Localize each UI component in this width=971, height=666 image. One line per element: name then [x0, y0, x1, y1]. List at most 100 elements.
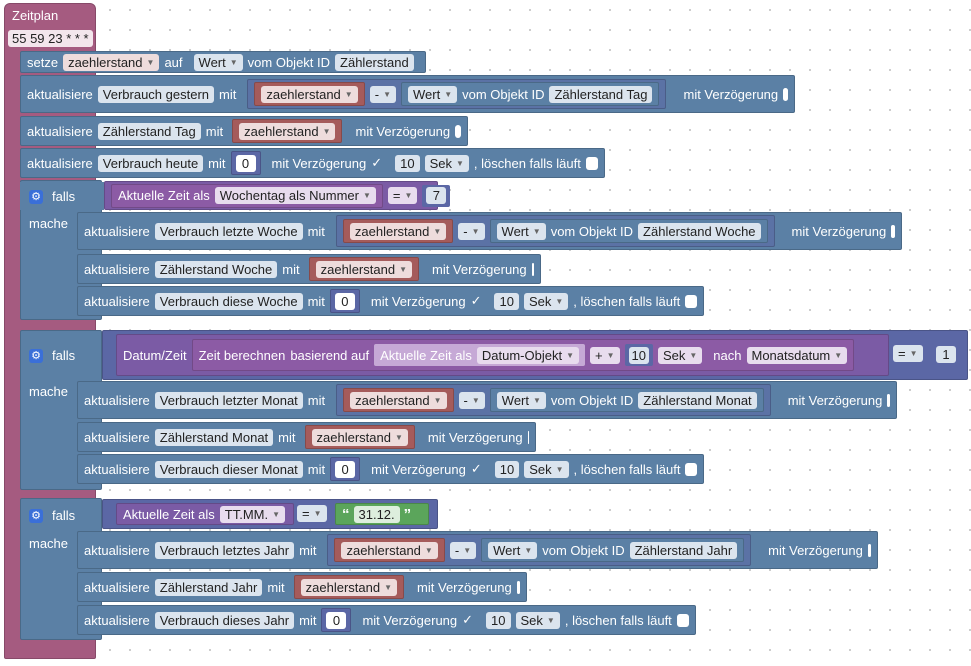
- variable-block[interactable]: zaehlerstand▼: [343, 388, 454, 412]
- update-block-zaehlerstand-woche[interactable]: aktualisiere Zählerstand Woche mit zaehl…: [77, 254, 541, 284]
- variable-dropdown[interactable]: zaehlerstand▼: [300, 578, 398, 596]
- value-block[interactable]: Wert▼ vom Objekt ID Zählerstand Monat: [489, 388, 764, 412]
- wert-dropdown[interactable]: Wert▼: [496, 222, 546, 240]
- compare-dropdown[interactable]: =▼: [387, 187, 418, 204]
- variable-dropdown[interactable]: zaehlerstand▼: [261, 85, 358, 103]
- update-block-verbrauch-heute[interactable]: aktualisiere Verbrauch heute mit 0 mit V…: [20, 148, 605, 178]
- delay-number-field[interactable]: 10: [494, 460, 520, 478]
- number-field[interactable]: 0: [334, 292, 355, 310]
- delay-checkbox[interactable]: [783, 87, 788, 101]
- number-field[interactable]: 0: [326, 611, 347, 629]
- variable-block[interactable]: zaehlerstand▼: [232, 119, 343, 143]
- unit-dropdown[interactable]: Sek▼: [523, 292, 569, 310]
- update-block-verbrauch-diese-woche[interactable]: aktualisiere Verbrauch diese Woche mit 0…: [77, 286, 704, 316]
- format-dropdown[interactable]: Wochentag als Nummer▼: [214, 187, 376, 204]
- delay-check[interactable]: ✓: [470, 293, 482, 308]
- target-dropdown[interactable]: Zählerstand Woche: [154, 260, 278, 278]
- delay-checkbox[interactable]: [891, 224, 895, 238]
- unit-dropdown[interactable]: Sek▼: [524, 460, 569, 478]
- target-dropdown[interactable]: Verbrauch gestern: [97, 85, 214, 103]
- variable-block[interactable]: zaehlerstand▼: [334, 538, 445, 562]
- delay-checkbox[interactable]: [531, 262, 534, 276]
- compare-dropdown[interactable]: =▼: [297, 505, 327, 522]
- target-dropdown[interactable]: Zählerstand Jahr: [154, 578, 263, 596]
- compare-dropdown[interactable]: =▼: [893, 345, 923, 362]
- object-id-field[interactable]: Zählerstand Tag: [549, 85, 653, 103]
- time-block[interactable]: Aktuelle Zeit als Wochentag als Nummer▼: [111, 183, 383, 208]
- target-dropdown[interactable]: Verbrauch letztes Jahr: [154, 541, 295, 559]
- delay-checkbox[interactable]: [527, 430, 529, 444]
- variable-block[interactable]: zaehlerstand▼: [293, 575, 405, 599]
- number-block[interactable]: 0: [321, 608, 352, 632]
- update-block-zaehlerstand-jahr[interactable]: aktualisiere Zählerstand Jahr mit zaehle…: [77, 572, 527, 602]
- unit-dropdown[interactable]: Sek▼: [657, 346, 703, 364]
- value-block[interactable]: Wert▼ vom Objekt ID Zählerstand Jahr: [481, 538, 745, 562]
- operator-dropdown[interactable]: -▼: [458, 222, 485, 240]
- delay-checkbox[interactable]: [516, 580, 520, 594]
- delay-check[interactable]: ✓: [470, 461, 482, 476]
- target-dropdown[interactable]: Verbrauch dieser Monat: [154, 460, 303, 478]
- number-block[interactable]: 7: [422, 184, 451, 207]
- clear-checkbox[interactable]: [685, 462, 697, 476]
- delay-checkbox[interactable]: [455, 124, 461, 138]
- wert-dropdown[interactable]: Wert▼: [496, 391, 546, 409]
- update-block-verbrauch-letztes-jahr[interactable]: aktualisiere Verbrauch letztes Jahr mit …: [77, 531, 878, 569]
- target-dropdown[interactable]: Zählerstand Monat: [154, 428, 274, 446]
- update-block-zaehlerstand-tag[interactable]: aktualisiere Zählerstand Tag mit zaehler…: [20, 116, 468, 146]
- variable-dropdown[interactable]: zaehlerstand▼: [239, 122, 336, 140]
- plus-dropdown[interactable]: +▼: [589, 346, 620, 364]
- format-dropdown[interactable]: Datum-Objekt▼: [476, 346, 579, 364]
- number-block[interactable]: 0: [230, 151, 261, 175]
- wert-dropdown[interactable]: Wert▼: [407, 85, 458, 103]
- operator-dropdown[interactable]: -▼: [449, 541, 477, 559]
- delay-checkbox[interactable]: [887, 393, 890, 407]
- object-id-field[interactable]: Zählerstand: [335, 53, 414, 71]
- target-dropdown[interactable]: Verbrauch heute: [97, 154, 204, 172]
- delay-check[interactable]: ✓: [462, 612, 474, 627]
- number-block[interactable]: 1: [932, 343, 960, 365]
- update-block-verbrauch-dieser-monat[interactable]: aktualisiere Verbrauch dieser Monat mit …: [77, 454, 704, 484]
- delay-number-field[interactable]: 10: [486, 611, 511, 629]
- delay-number-field[interactable]: 10: [494, 292, 519, 310]
- update-block-verbrauch-letzte-woche[interactable]: aktualisiere Verbrauch letzte Woche mit …: [77, 212, 902, 250]
- variable-dropdown[interactable]: zaehlerstand▼: [341, 541, 438, 559]
- target-dropdown[interactable]: Verbrauch letzte Woche: [154, 222, 303, 240]
- target-dropdown[interactable]: Zählerstand Tag: [97, 122, 201, 140]
- format-dropdown[interactable]: TT.MM.▼: [219, 505, 286, 523]
- clear-checkbox[interactable]: [685, 294, 697, 308]
- variable-block[interactable]: zaehlerstand▼: [308, 257, 419, 281]
- variable-dropdown[interactable]: zaehlerstand▼: [63, 53, 160, 71]
- target-dropdown[interactable]: Verbrauch letzter Monat: [154, 391, 303, 409]
- update-block-verbrauch-dieses-jahr[interactable]: aktualisiere Verbrauch dieses Jahr mit 0…: [77, 605, 696, 635]
- cron-field[interactable]: 55 59 23 * * *: [8, 30, 93, 47]
- object-id-field[interactable]: Zählerstand Monat: [638, 391, 757, 409]
- condition-block[interactable]: Aktuelle Zeit als Wochentag als Nummer▼ …: [104, 181, 451, 210]
- variable-dropdown[interactable]: zaehlerstand▼: [315, 260, 412, 278]
- time-block[interactable]: Aktuelle Zeit als TT.MM.▼: [116, 503, 294, 525]
- object-id-field[interactable]: Zählerstand Woche: [638, 222, 761, 240]
- gear-icon[interactable]: ⚙: [29, 188, 43, 204]
- number-field[interactable]: 1: [936, 345, 956, 363]
- math-block[interactable]: zaehlerstand▼ -▼ Wert▼ vom Objekt ID Zäh…: [327, 534, 752, 566]
- update-block-zaehlerstand-monat[interactable]: aktualisiere Zählerstand Monat mit zaehl…: [77, 422, 536, 452]
- unit-dropdown[interactable]: Sek▼: [424, 154, 469, 172]
- number-field[interactable]: 10: [628, 346, 649, 364]
- delay-checkbox[interactable]: [867, 543, 871, 557]
- object-id-field[interactable]: Zählerstand Jahr: [629, 541, 738, 559]
- time-block[interactable]: Aktuelle Zeit als Datum-Objekt▼: [374, 344, 585, 366]
- update-block-verbrauch-letzter-monat[interactable]: aktualisiere Verbrauch letzter Monat mit…: [77, 381, 897, 419]
- target-dropdown[interactable]: Verbrauch dieses Jahr: [154, 611, 295, 629]
- datum-zeit-block[interactable]: Datum/Zeit Zeit berechnen basierend auf …: [116, 334, 889, 376]
- number-block[interactable]: 0: [329, 289, 360, 313]
- setze-block[interactable]: setze zaehlerstand▼ auf Wert▼ vom Objekt…: [20, 51, 426, 73]
- math-block[interactable]: zaehlerstand▼ -▼ Wert▼ vom Objekt ID Zäh…: [336, 384, 771, 416]
- calc-block[interactable]: Zeit berechnen basierend auf Aktuelle Ze…: [191, 339, 855, 371]
- clear-checkbox[interactable]: [585, 156, 598, 170]
- clear-checkbox[interactable]: [676, 613, 689, 627]
- unit-dropdown[interactable]: Sek▼: [515, 611, 560, 629]
- number-field[interactable]: 0: [335, 460, 356, 478]
- delay-number-field[interactable]: 10: [395, 154, 420, 172]
- value-block[interactable]: Wert▼ vom Objekt ID Zählerstand Woche: [489, 219, 768, 243]
- math-block[interactable]: zaehlerstand▼ -▼ Wert▼ vom Objekt ID Zäh…: [335, 215, 775, 247]
- value-block[interactable]: Wert▼ vom Objekt ID Zählerstand Tag: [400, 82, 660, 106]
